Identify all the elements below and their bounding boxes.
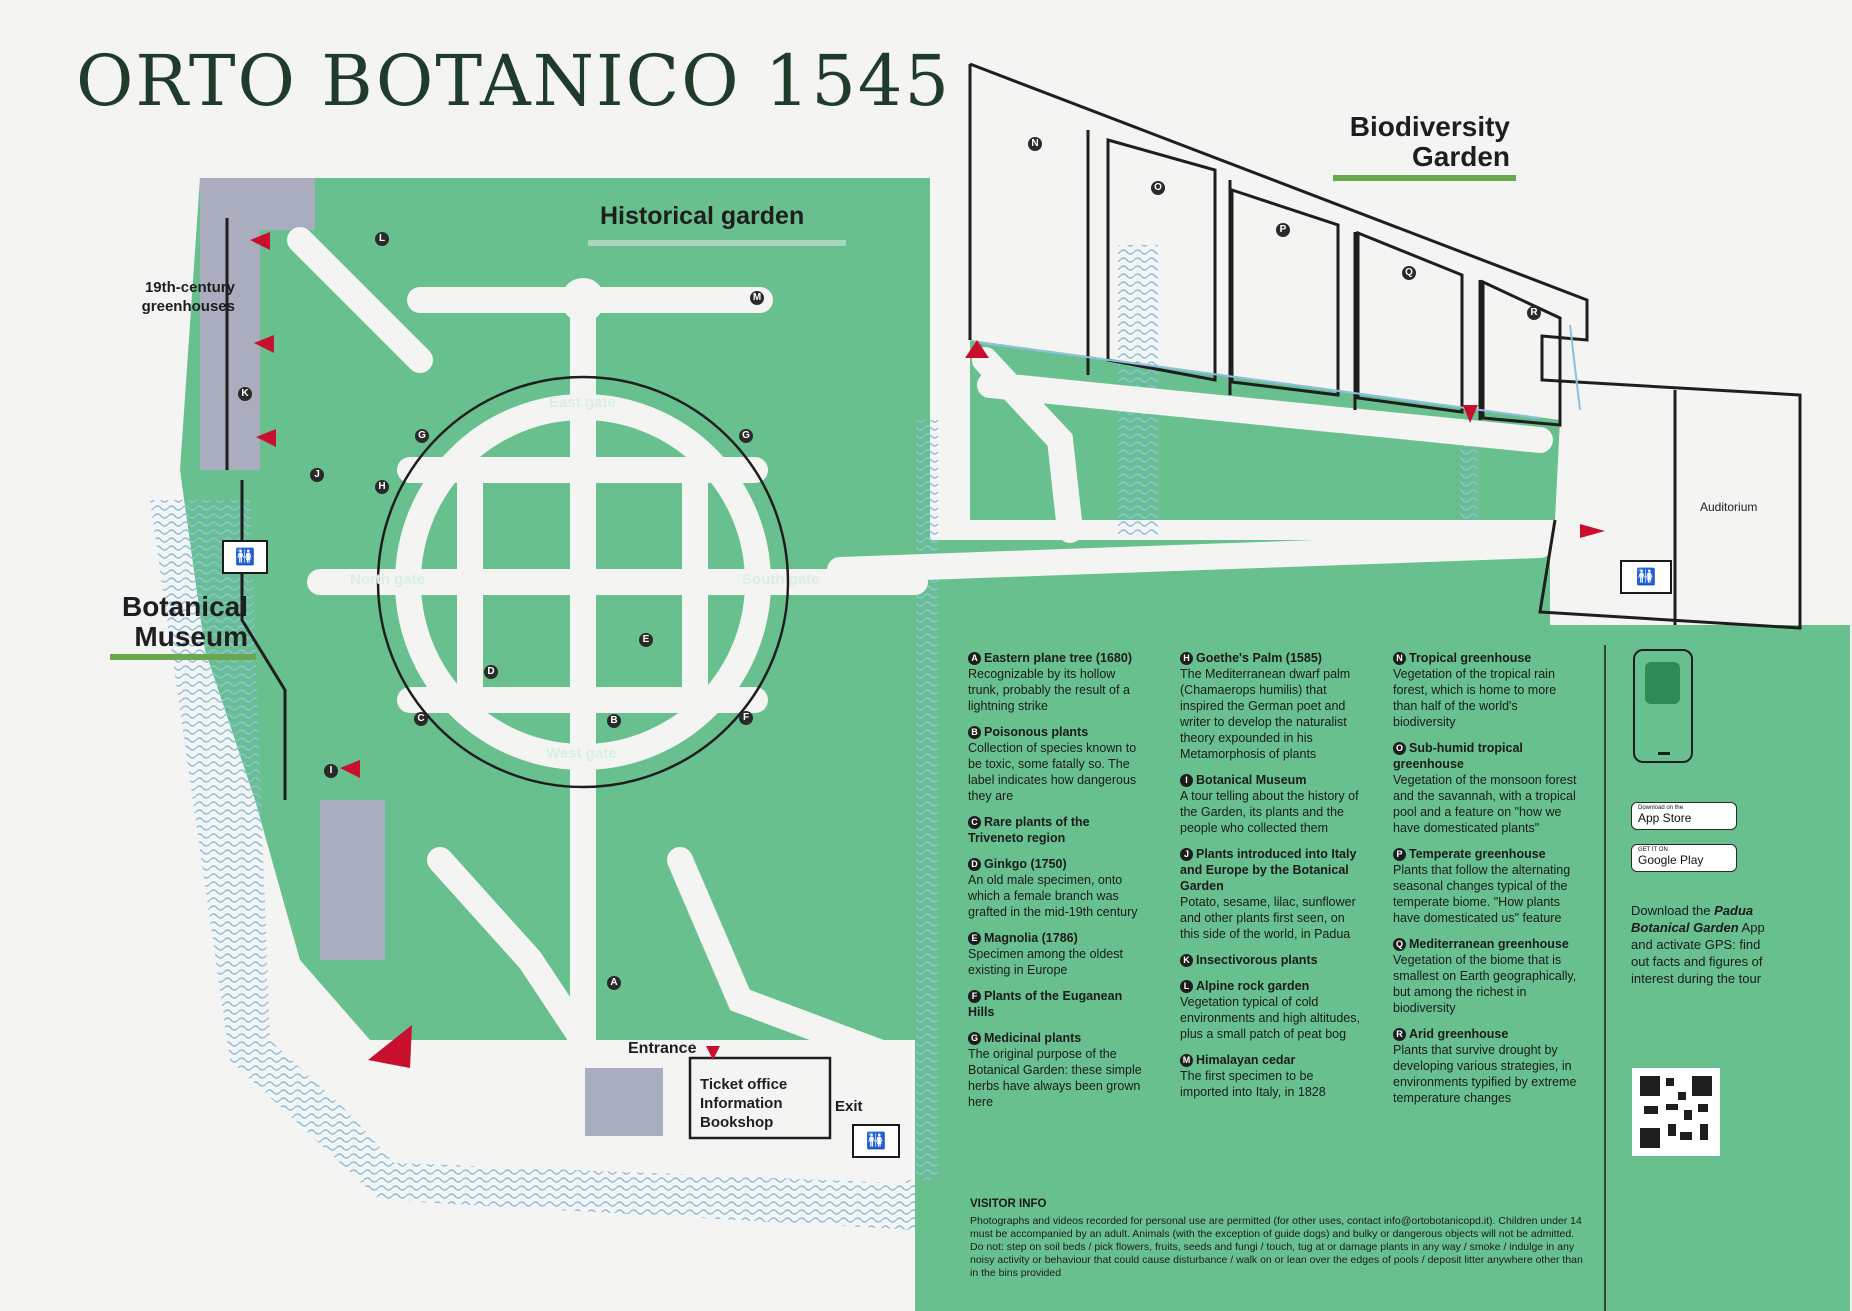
- phone-outline: [1633, 649, 1693, 763]
- greenhouses-building: [200, 178, 315, 470]
- marker-c[interactable]: C: [414, 712, 428, 726]
- marker-h[interactable]: H: [375, 480, 389, 494]
- ticket-building: [585, 1068, 663, 1136]
- marker-e[interactable]: E: [639, 633, 653, 647]
- direction-arrows: [250, 232, 1605, 1068]
- greenhouse-outlines: [225, 62, 1802, 800]
- restroom-icon-museum: 🚻: [222, 540, 268, 574]
- page-title: ORTO BOTANICO 1545: [76, 40, 951, 122]
- marker-q[interactable]: Q: [1402, 266, 1416, 280]
- garden-outer-ring: [376, 375, 790, 789]
- google-play-button[interactable]: GET IT ON Google Play: [1631, 844, 1737, 872]
- entrance-label: Entrance: [628, 1040, 697, 1057]
- historical-underline: [588, 240, 846, 246]
- south-gate-label: South gate: [742, 571, 820, 588]
- marker-p[interactable]: P: [1276, 223, 1290, 237]
- east-gate-label: East gate: [549, 394, 616, 411]
- restroom-icon-auditorium: 🚻: [1620, 560, 1672, 594]
- marker-i[interactable]: I: [324, 764, 338, 778]
- west-gate-label: West gate: [546, 745, 617, 762]
- exit-label: Exit: [835, 1098, 863, 1115]
- qr-modules: [1640, 1076, 1712, 1148]
- marker-o[interactable]: O: [1151, 181, 1165, 195]
- ticket-office-box: [688, 1056, 832, 1140]
- marker-k[interactable]: K: [238, 387, 252, 401]
- visitor-info: VISITOR INFO Photographs and videos reco…: [970, 1198, 1590, 1280]
- marker-g-left[interactable]: G: [415, 429, 429, 443]
- lower-green-area: [915, 540, 1850, 1311]
- app-icon: [1645, 662, 1680, 704]
- biodiversity-underline: [1333, 175, 1516, 181]
- historical-garden-label: Historical garden: [600, 202, 805, 230]
- museum-annex: [320, 800, 385, 960]
- marker-b[interactable]: B: [607, 714, 621, 728]
- marker-d[interactable]: D: [484, 665, 498, 679]
- marker-a[interactable]: A: [607, 976, 621, 990]
- marker-n[interactable]: N: [1028, 137, 1042, 151]
- download-app-text: Download the Padua Botanical Garden App …: [1631, 903, 1765, 986]
- marker-l[interactable]: L: [375, 232, 389, 246]
- marker-m[interactable]: M: [750, 291, 764, 305]
- marker-j[interactable]: J: [310, 468, 324, 482]
- auditorium-label: Auditorium: [1700, 500, 1758, 514]
- water-channel-mid: [916, 420, 938, 1180]
- north-gate-label: North gate: [350, 571, 425, 588]
- marker-g-right[interactable]: G: [739, 429, 753, 443]
- visitor-info-title: VISITOR INFO: [970, 1198, 1047, 1210]
- museum-underline: [110, 654, 256, 660]
- visitor-info-text: Photographs and videos recorded for pers…: [970, 1215, 1583, 1279]
- marker-r[interactable]: R: [1527, 306, 1541, 320]
- restroom-icon-exit: 🚻: [852, 1124, 900, 1158]
- app-store-button[interactable]: Download on the App Store: [1631, 802, 1737, 830]
- marker-f[interactable]: F: [739, 711, 753, 725]
